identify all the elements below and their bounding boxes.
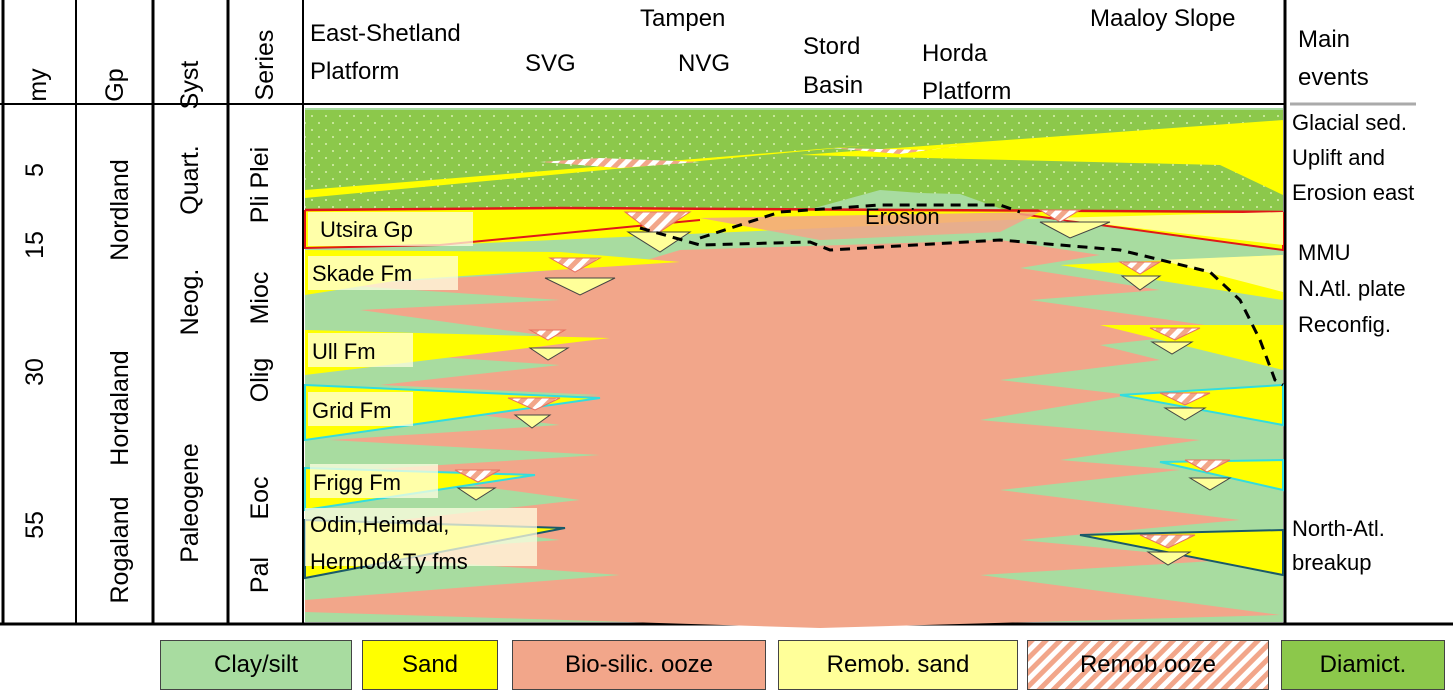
legend-label: Remob. sand: [826, 651, 970, 678]
area-maaloy: Maaloy Slope: [1090, 5, 1236, 32]
erosion-label: Erosion: [865, 204, 940, 229]
unit-grid: Grid Fm: [312, 398, 392, 423]
series-pli-plei: Pli Plei: [246, 146, 274, 224]
col-header-syst: Syst: [176, 60, 204, 110]
legend-label: Sand: [401, 651, 459, 678]
age-55: 55: [21, 511, 49, 539]
age-15: 15: [21, 231, 49, 259]
legend-label: Remob.ooze: [1079, 651, 1217, 678]
diamict-body: [305, 110, 1283, 212]
legend-sand: Sand: [362, 640, 498, 690]
legend-clay-silt: Clay/silt: [160, 640, 352, 690]
area-east-shetland-1: East-Shetland: [310, 20, 461, 47]
system-quart: Quart.: [176, 145, 204, 215]
area-east-shetland-2: Platform: [310, 58, 400, 85]
group-rogaland: Rogaland: [106, 496, 134, 604]
legend-remob-ooze: Remob.ooze: [1027, 640, 1269, 690]
series-olig: Olig: [246, 357, 274, 403]
legend-label: Clay/silt: [213, 651, 298, 678]
series-mioc: Mioc: [246, 271, 274, 325]
area-tampen: Tampen: [640, 5, 726, 32]
unit-skade: Skade Fm: [312, 261, 413, 286]
area-stord-1: Stord: [803, 33, 861, 60]
events-header-1: Main: [1298, 26, 1351, 53]
col-header-series: Series: [251, 29, 279, 101]
area-svg: SVG: [525, 50, 576, 77]
col-header-gp: Gp: [101, 68, 129, 102]
area-horda-1: Horda: [922, 40, 988, 67]
area-horda-2: Platform: [922, 78, 1012, 105]
unit-odin-1: Odin,Heimdal,: [310, 512, 450, 537]
event-breakup-1: North-Atl.: [1292, 516, 1385, 541]
event-mmu-2: N.Atl. plate: [1298, 276, 1406, 301]
group-nordland: Nordland: [106, 159, 134, 261]
event-glacial-2: Uplift and: [1292, 145, 1385, 170]
series-eoc: Eoc: [246, 476, 274, 520]
group-hordaland: Hordaland: [106, 350, 134, 466]
event-breakup-2: breakup: [1292, 550, 1372, 575]
system-paleogene: Paleogene: [176, 443, 204, 563]
col-header-my: my: [24, 68, 52, 102]
area-nvg: NVG: [678, 50, 731, 77]
unit-ull: Ull Fm: [312, 339, 376, 364]
unit-frigg: Frigg Fm: [313, 470, 401, 495]
age-30: 30: [21, 358, 49, 386]
unit-odin-2: Hermod&Ty fms: [310, 549, 468, 574]
event-glacial-3: Erosion east: [1292, 180, 1415, 205]
legend-label: Diamict.: [1319, 651, 1407, 678]
system-neog: Neog.: [176, 268, 204, 336]
event-mmu-1: MMU: [1298, 240, 1351, 265]
area-stord-2: Basin: [803, 72, 864, 99]
erosion-line: [639, 226, 1284, 387]
events-header-2: events: [1298, 64, 1369, 91]
legend-bio-silic-ooze: Bio-silic. ooze: [512, 640, 766, 690]
unit-utsira: Utsira Gp: [320, 217, 413, 242]
legend-label: Bio-silic. ooze: [564, 651, 714, 678]
event-glacial-1: Glacial sed.: [1292, 110, 1407, 135]
age-5: 5: [21, 163, 49, 177]
legend-remob-sand: Remob. sand: [778, 640, 1018, 690]
series-pal: Pal: [246, 556, 274, 594]
event-mmu-3: Reconfig.: [1298, 312, 1391, 337]
legend-diamict: Diamict.: [1281, 640, 1445, 690]
